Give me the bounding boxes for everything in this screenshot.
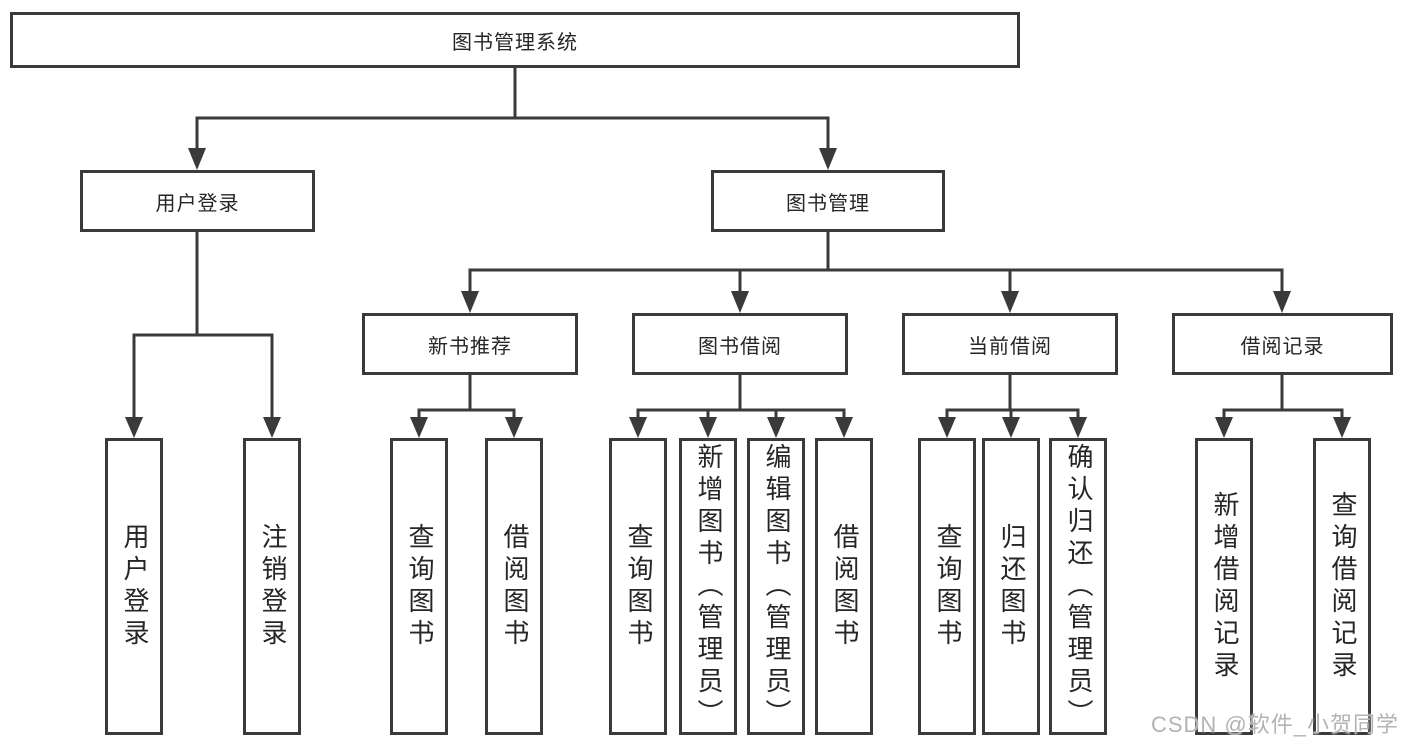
leaf-confirm-return-admin-label: 确认归还（管理员） [1063, 442, 1094, 731]
leaf-edit-books-admin: 编辑图书（管理员） [747, 438, 805, 735]
node-root-label: 图书管理系统 [452, 31, 578, 54]
node-book-borrow: 图书借阅 [632, 313, 848, 375]
node-current-borrow: 当前借阅 [902, 313, 1118, 375]
leaf-borrow-books-1-label: 借阅图书 [499, 522, 530, 651]
node-new-book-recommend: 新书推荐 [362, 313, 578, 375]
leaf-query-books-3-label: 查询图书 [932, 522, 963, 651]
node-borrow-records-label: 借阅记录 [1240, 335, 1325, 358]
node-new-book-recommend-label: 新书推荐 [428, 335, 512, 358]
csdn-watermark: CSDN @软件_小贺同学 [1150, 712, 1399, 737]
leaf-query-borrow-record-label: 查询借阅记录 [1327, 490, 1358, 683]
node-current-borrow-label: 当前借阅 [968, 335, 1052, 358]
connector-arrowheads [125, 148, 1351, 438]
leaf-borrow-books-2-label: 借阅图书 [829, 522, 860, 651]
leaf-borrow-books-2: 借阅图书 [815, 438, 873, 735]
node-user-login: 用户登录 [80, 170, 315, 232]
leaf-confirm-return-admin: 确认归还（管理员） [1049, 438, 1107, 735]
leaf-query-books-2-label: 查询图书 [623, 522, 654, 651]
leaf-query-books-2: 查询图书 [609, 438, 667, 735]
leaf-add-books-admin-label: 新增图书（管理员） [693, 442, 724, 731]
leaf-edit-books-admin-label: 编辑图书（管理员） [761, 442, 792, 731]
node-book-borrow-label: 图书借阅 [698, 335, 782, 358]
leaf-query-books-1-label: 查询图书 [404, 522, 435, 651]
node-book-management-label: 图书管理 [786, 192, 870, 215]
leaf-return-books-label: 归还图书 [996, 522, 1027, 651]
leaf-return-books: 归还图书 [982, 438, 1040, 735]
leaf-add-books-admin: 新增图书（管理员） [679, 438, 737, 735]
leaf-query-borrow-record: 查询借阅记录 [1313, 438, 1371, 735]
leaf-logout-label: 注销登录 [257, 522, 288, 651]
leaf-logout: 注销登录 [243, 438, 301, 735]
leaf-borrow-books-1: 借阅图书 [485, 438, 543, 735]
leaf-add-borrow-record-label: 新增借阅记录 [1209, 490, 1240, 683]
node-book-management: 图书管理 [711, 170, 945, 232]
leaf-user-login-label: 用户登录 [119, 522, 150, 651]
leaf-query-books-1: 查询图书 [390, 438, 448, 735]
leaf-user-login: 用户登录 [105, 438, 163, 735]
leaf-add-borrow-record: 新增借阅记录 [1195, 438, 1253, 735]
leaf-query-books-3: 查询图书 [918, 438, 976, 735]
node-root-library-system: 图书管理系统 [10, 12, 1020, 68]
node-borrow-records: 借阅记录 [1172, 313, 1393, 375]
node-user-login-label: 用户登录 [155, 192, 240, 215]
